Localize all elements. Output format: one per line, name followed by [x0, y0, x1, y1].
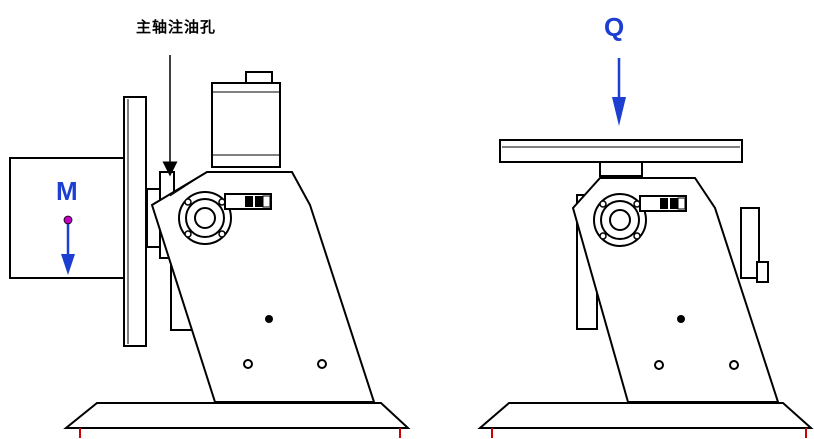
- load-label: Q: [604, 12, 625, 42]
- right-bearing-bolt-4: [633, 232, 641, 240]
- right-worktable: [499, 139, 743, 163]
- left-frame-top-chamfer: [169, 171, 208, 197]
- right-frame-hole-1: [677, 315, 685, 323]
- load-arrow-head: [612, 97, 626, 126]
- moment-point: [63, 215, 73, 225]
- right-frame-hole-3: [729, 360, 739, 370]
- right-side-knob: [756, 261, 769, 283]
- right-bearing-bolt-1: [599, 200, 607, 208]
- left-frame-hole-3: [317, 359, 327, 369]
- left-frame-right-chamfer: [291, 171, 311, 206]
- right-base-plate: [477, 402, 814, 429]
- right-bearing-inner: [609, 209, 631, 231]
- left-frame-hole-2: [243, 359, 253, 369]
- left-motor-body: [211, 82, 281, 168]
- left-clamp-block-2: [255, 196, 263, 207]
- right-frame-right-chamfer: [694, 177, 716, 209]
- left-bearing-bolt-3: [184, 230, 192, 238]
- right-frame-hole-2: [654, 360, 664, 370]
- left-frame-hole-1: [265, 315, 273, 323]
- left-positioner-view: [9, 55, 411, 438]
- right-side-box: [740, 207, 760, 279]
- left-clamp-block-3: [262, 195, 271, 208]
- left-clamp-block-1: [245, 196, 253, 207]
- right-clamp-block-1: [660, 198, 668, 209]
- left-bearing-inner: [194, 207, 216, 229]
- left-faceplate: [123, 96, 147, 347]
- right-frame-top-chamfer: [581, 177, 601, 199]
- moment-label: M: [56, 176, 78, 206]
- right-positioner-view: [477, 139, 814, 438]
- left-bearing-bolt-1: [184, 198, 192, 206]
- right-bearing-bolt-3: [599, 232, 607, 240]
- left-base-plate: [63, 402, 411, 429]
- oil-hole-callout: 主轴注油孔: [136, 18, 217, 36]
- moment-arrow-head: [61, 254, 75, 275]
- left-bearing-bolt-4: [218, 230, 226, 238]
- right-spindle-neck: [599, 161, 643, 177]
- load-indicator: [612, 58, 626, 126]
- right-clamp-block-3: [677, 197, 686, 210]
- right-clamp-block-2: [670, 198, 678, 209]
- moment-indicator: [61, 215, 75, 275]
